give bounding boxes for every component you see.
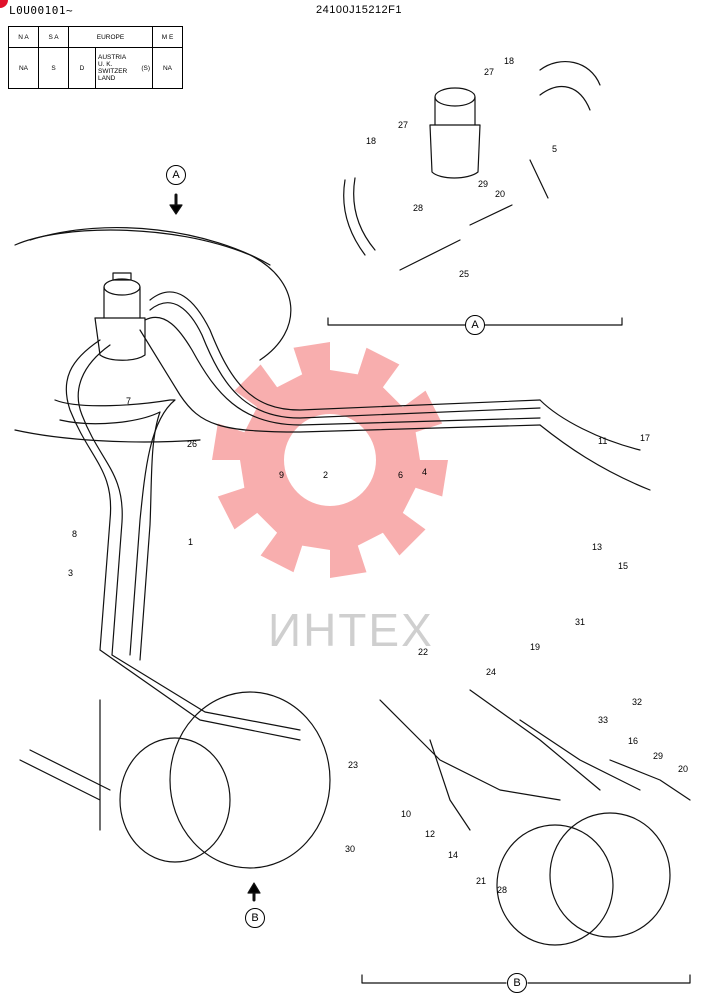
callout-24: 24 — [486, 667, 497, 677]
callout-22: 22 — [418, 647, 429, 657]
cell-sa: S — [38, 47, 69, 89]
callout-2: 2 — [323, 470, 329, 480]
callout-6: 6 — [398, 470, 404, 480]
callout-27: 27 — [484, 67, 495, 77]
view-b-marker-main: B — [245, 908, 265, 928]
europe-suffix: (S) — [141, 64, 150, 72]
callout-9: 9 — [279, 470, 285, 480]
view-a-marker-main: A — [166, 165, 186, 185]
callout-20: 20 — [495, 189, 506, 199]
callout-23: 23 — [348, 760, 359, 770]
callout-18: 18 — [366, 136, 377, 146]
callout-31: 31 — [575, 617, 586, 627]
callout-30: 30 — [345, 844, 356, 854]
callout-3: 3 — [68, 568, 74, 578]
callout-14: 14 — [448, 850, 459, 860]
callout-17: 17 — [640, 433, 651, 443]
travel-motor — [19, 691, 331, 869]
serial-range: L0U00101~ — [9, 4, 74, 17]
callout-1: 1 — [188, 537, 194, 547]
callout-29: 29 — [653, 751, 664, 761]
callout-10: 10 — [401, 809, 412, 819]
watermark-text: ИНТЕХ — [268, 604, 434, 656]
view-b-marker-inset: B — [507, 973, 527, 993]
swivel-joint — [94, 272, 146, 361]
document-number: 24100J15212F1 — [316, 4, 403, 16]
callout-27: 27 — [398, 120, 409, 130]
country-austria: AUSTRIA — [98, 54, 127, 61]
callout-29: 29 — [478, 179, 489, 189]
callout-16: 16 — [628, 736, 639, 746]
cell-europe-countries: AUSTRIA U. K. SWITZER LAND (S) — [95, 47, 153, 89]
inset-a-parts — [343, 61, 601, 271]
view-a-marker-inset: A — [465, 315, 485, 335]
upper-structure-outline — [14, 227, 292, 443]
callout-28: 28 — [497, 885, 508, 895]
callout-19: 19 — [530, 642, 541, 652]
pipe-bundle-upper — [139, 291, 651, 491]
region-table: N A S A EUROPE M E NA S D AUSTRIA U. K. … — [8, 26, 183, 89]
view-markers — [169, 193, 691, 984]
callout-5: 5 — [552, 144, 558, 154]
callout-28: 28 — [413, 203, 424, 213]
corner-marker — [0, 0, 8, 8]
country-uk: U. K. — [98, 61, 113, 68]
callout-8: 8 — [72, 529, 78, 539]
callout-18: 18 — [504, 56, 515, 66]
callout-4: 4 — [422, 467, 428, 477]
country-switzer: SWITZER — [98, 68, 128, 75]
cell-europe-code: D — [68, 47, 96, 89]
callout-7: 7 — [126, 396, 132, 406]
watermark-gear-shape — [212, 342, 448, 578]
callout-11: 11 — [598, 436, 608, 446]
callout-12: 12 — [425, 829, 436, 839]
callout-13: 13 — [592, 542, 603, 552]
callout-15: 15 — [618, 561, 629, 571]
callout-26: 26 — [187, 439, 198, 449]
callout-32: 32 — [632, 697, 643, 707]
callout-33: 33 — [598, 715, 609, 725]
callout-25: 25 — [459, 269, 470, 279]
callout-21: 21 — [476, 876, 487, 886]
inset-b-parts — [379, 689, 691, 946]
cell-me: NA — [152, 47, 183, 89]
callout-20: 20 — [678, 764, 689, 774]
country-land: LAND — [98, 75, 116, 82]
pipe-bundle-lower — [54, 339, 301, 741]
